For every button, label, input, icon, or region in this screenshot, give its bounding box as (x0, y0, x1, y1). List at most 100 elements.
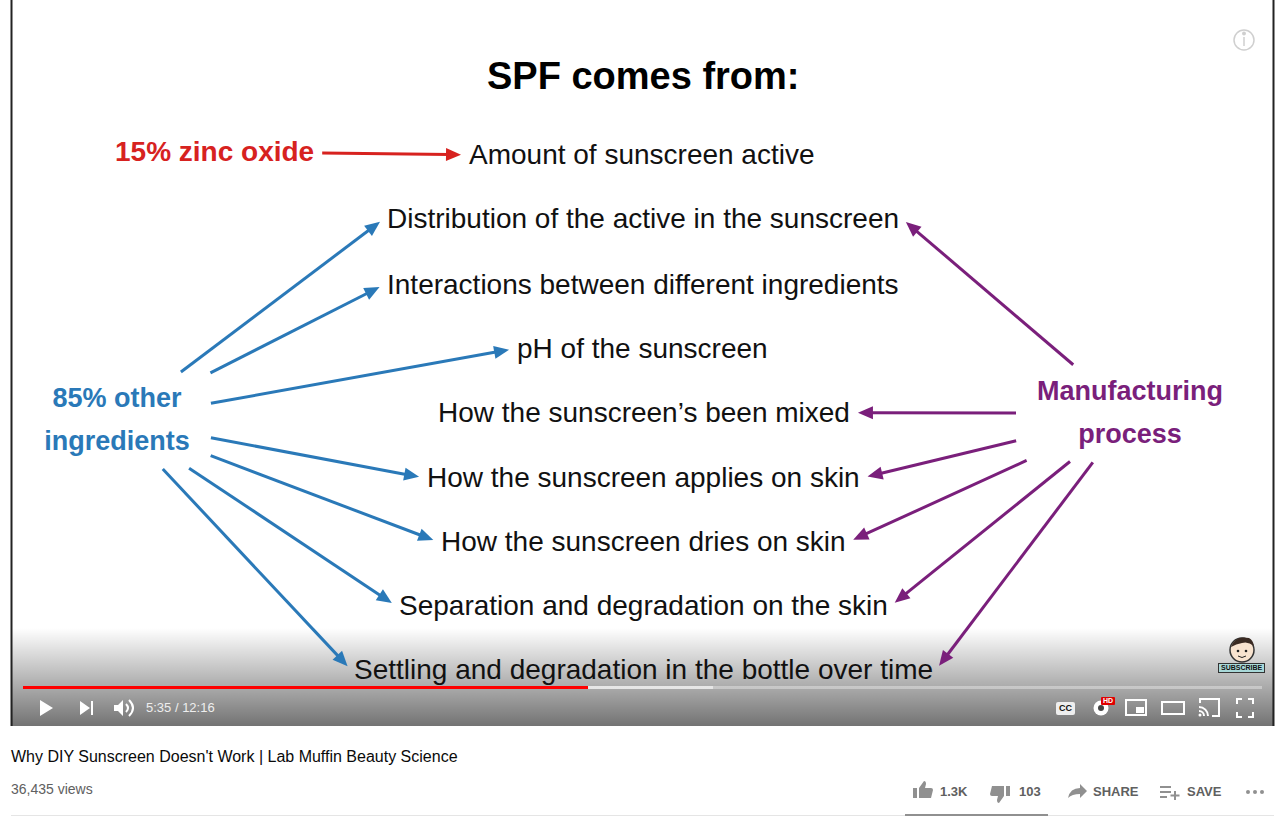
arrow-head (403, 468, 419, 481)
factor-text: How the sunscreen’s been mixed (435, 394, 853, 432)
arrow-connector (939, 462, 1093, 665)
factor-text: Distribution of the active in the sunscr… (384, 200, 902, 238)
save-icon (1171, 791, 1180, 800)
save-icon (1160, 786, 1171, 788)
subscribe-badge: SUBSCRIBE (1218, 663, 1265, 673)
arrow-connector (210, 287, 379, 373)
node-text: Manufacturing process (1024, 370, 1236, 456)
controls-shade (12, 628, 1273, 726)
arrow-head (868, 467, 884, 480)
settings-icon (1098, 705, 1104, 711)
time-display: 5:35 / 12:16 (146, 700, 215, 716)
like-icon (919, 781, 933, 798)
arrow-connector (211, 456, 434, 541)
arrow-line (211, 456, 422, 536)
dislike-icon (1006, 786, 1010, 796)
arrow-head (853, 528, 869, 540)
view-count: 36,435 views (11, 781, 93, 798)
arrow-head (376, 589, 392, 603)
arrow-head (493, 346, 509, 359)
save-icon (1160, 791, 1171, 793)
cc-button: CC (1056, 702, 1075, 715)
arrow-line (211, 352, 497, 403)
arrow-connector (211, 438, 419, 481)
arrow-head (363, 287, 379, 300)
like-icon (913, 788, 917, 798)
factor-text: How the sunscreen applies on skin (424, 459, 863, 497)
info-icon (1234, 30, 1254, 50)
miniplayer-icon (1126, 700, 1146, 715)
arrow-connector (853, 460, 1026, 539)
arrow-line (915, 230, 1073, 365)
save-icon (1160, 796, 1167, 798)
frame-edge (11, 0, 13, 726)
arrow-connector (858, 406, 1016, 419)
arrow-line (210, 292, 368, 372)
video-title: Why DIY Sunscreen Doesn't Work | Lab Muf… (11, 747, 458, 766)
more-icon (1260, 790, 1264, 794)
divider (11, 815, 1274, 817)
arrow-line (904, 462, 1070, 596)
node-text: Interactions between different ingredien… (387, 268, 899, 302)
volume-icon (114, 700, 123, 716)
arrow-head (906, 222, 922, 237)
next-icon (91, 701, 93, 715)
arrow-line (946, 462, 1093, 656)
arrow-connector (895, 462, 1070, 603)
arrow-line (879, 441, 1016, 474)
source-label: 85% other ingredients (28, 375, 206, 465)
arrow-head (895, 588, 911, 602)
arrow-head (364, 222, 380, 236)
node-text: How the sunscreen’s been mixed (438, 396, 850, 430)
arrow-line (322, 153, 449, 155)
slide-ground (12, 0, 1273, 726)
theater-icon (1162, 702, 1184, 714)
node-text: 85% other ingredients (31, 377, 203, 463)
node-text: Settling and degradation in the bottle o… (354, 653, 933, 687)
active-label: 15% zinc oxide (112, 133, 317, 171)
cast-icon (1199, 699, 1219, 716)
node-text: How the sunscreen dries on skin (441, 525, 846, 559)
diagram-title: SPF comes from: (487, 54, 800, 100)
factor-text: pH of the sunscreen (514, 330, 771, 368)
factor-text: Separation and degradation on the skin (396, 587, 891, 625)
next-icon (80, 701, 90, 715)
share-icon (1068, 784, 1087, 798)
share-button: SHARE (1093, 784, 1139, 800)
node-text: Distribution of the active in the sunscr… (387, 202, 899, 236)
fullscreen-icon (1237, 699, 1253, 717)
arrow-head (446, 148, 461, 161)
more-icon (1253, 790, 1257, 794)
frame-edge (1273, 0, 1275, 726)
dislike-count: 103 (1019, 784, 1041, 800)
node-text: Amount of sunscreen active (469, 138, 815, 172)
play-icon (40, 700, 53, 716)
factor-text: How the sunscreen dries on skin (438, 523, 849, 561)
more-icon (1246, 790, 1250, 794)
factor-text: Amount of sunscreen active (466, 136, 818, 174)
arrow-head (858, 406, 873, 419)
arrow-connector (181, 222, 380, 372)
miniplayer-icon (1136, 707, 1144, 713)
arrow-line (211, 438, 407, 475)
hd-badge: HD (1101, 697, 1115, 705)
arrow-line (864, 460, 1026, 534)
arrow-line (163, 469, 340, 657)
arrow-head (417, 529, 433, 541)
arrow-head (939, 650, 953, 666)
factor-text: Interactions between different ingredien… (384, 266, 902, 304)
volume-icon (126, 700, 133, 716)
cast-icon (1199, 714, 1202, 717)
arrow-line (181, 229, 371, 372)
node-text: 15% zinc oxide (115, 135, 314, 169)
node-text: How the sunscreen applies on skin (427, 461, 860, 495)
dislike-icon (990, 786, 1004, 803)
arrow-line (189, 468, 382, 596)
like-count: 1.3K (940, 784, 967, 800)
node-text: pH of the sunscreen (517, 332, 768, 366)
save-button: SAVE (1187, 784, 1221, 800)
node-text: Separation and degradation on the skin (399, 589, 888, 623)
progress-bar (23, 686, 1262, 689)
arrow-head (333, 651, 348, 666)
video-area (12, 0, 1274, 726)
